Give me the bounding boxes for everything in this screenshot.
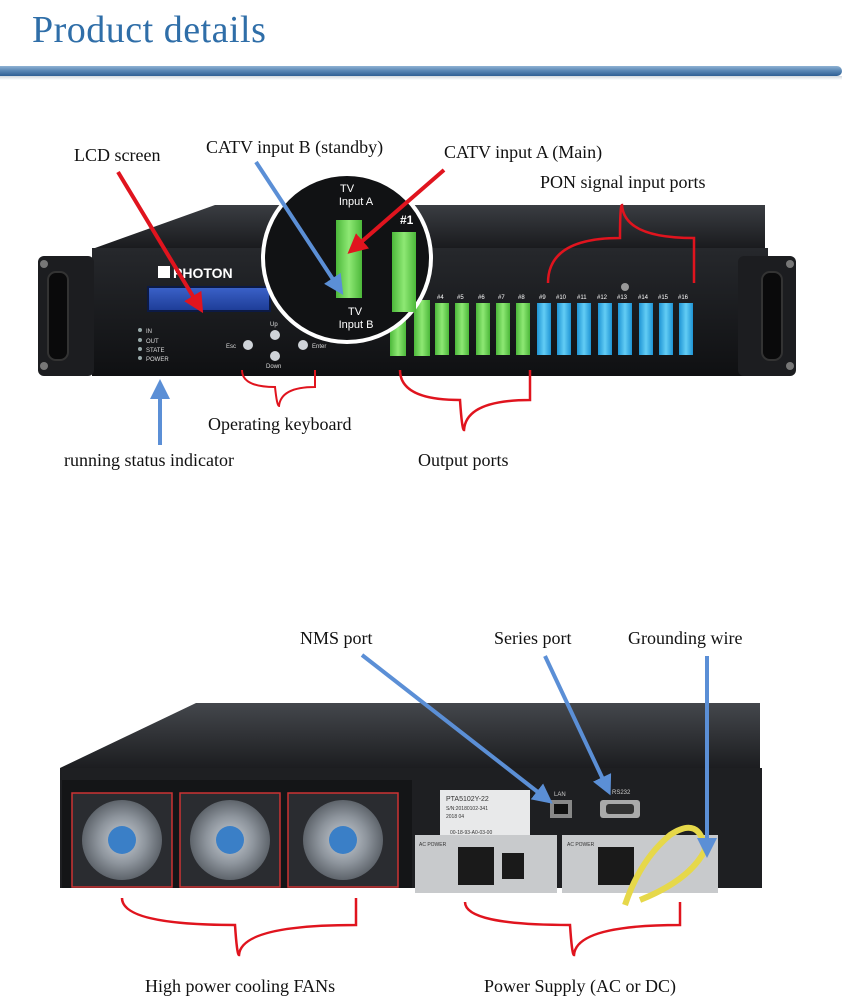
svg-text:TV: TV xyxy=(348,306,363,318)
callout-series-port: Series port xyxy=(494,628,572,648)
svg-text:#16: #16 xyxy=(678,295,689,301)
callout-pon-ports: PON signal input ports xyxy=(540,172,706,192)
callout-nms-port: NMS port xyxy=(300,628,373,648)
status-leds: IN OUT STATE POWER xyxy=(138,328,169,363)
svg-text:#8: #8 xyxy=(518,295,525,301)
arrow-lcd xyxy=(116,170,204,314)
callout-catv-input-b: CATV input B (standby) xyxy=(206,137,384,157)
bracket-keyboard xyxy=(241,369,316,408)
pon-ports xyxy=(537,303,693,355)
svg-text:AC POWER: AC POWER xyxy=(567,842,595,848)
arrow-catv-a xyxy=(347,168,446,254)
brand-name: PHOTON xyxy=(173,265,233,281)
grounding-wire xyxy=(622,824,709,906)
callout-operating-keyboard: Operating keyboard xyxy=(208,414,352,434)
bracket-pon xyxy=(546,203,696,284)
callout-catv-input-a: CATV input A (Main) xyxy=(444,142,603,162)
svg-text:2018 04: 2018 04 xyxy=(446,814,464,820)
arrow-series xyxy=(543,655,612,796)
callout-power-supply: Power Supply (AC or DC) xyxy=(484,976,676,996)
svg-text:00-18-93-A0-03-00: 00-18-93-A0-03-00 xyxy=(450,830,492,836)
lan-port: LAN xyxy=(550,792,572,818)
svg-text:Down: Down xyxy=(266,364,281,370)
svg-text:S/N:20180102-341: S/N:20180102-341 xyxy=(446,806,488,812)
svg-text:#11: #11 xyxy=(577,295,587,301)
callout-output-ports: Output ports xyxy=(418,450,509,470)
svg-text:#1: #1 xyxy=(400,213,414,227)
arrow-catv-b xyxy=(254,160,344,296)
brand-logo: PHOTON xyxy=(158,265,233,281)
svg-text:Up: Up xyxy=(270,322,278,328)
callout-cooling-fans: High power cooling FANs xyxy=(145,976,336,996)
output-ports xyxy=(390,300,530,356)
svg-text:#13: #13 xyxy=(617,295,628,301)
svg-text:#6: #6 xyxy=(478,295,485,301)
page-title: Product details xyxy=(32,9,267,51)
svg-text:PTA5102Y-22: PTA5102Y-22 xyxy=(446,796,489,803)
callout-running-status: running status indicator xyxy=(64,450,234,470)
operating-keypad: Up Down Esc Enter xyxy=(226,322,326,370)
bracket-output xyxy=(398,369,532,432)
callout-lcd-screen: LCD screen xyxy=(74,145,161,165)
svg-text:#12: #12 xyxy=(597,295,608,301)
header-divider-shadow xyxy=(0,76,842,80)
arrow-nms xyxy=(360,653,553,804)
led-label: STATE xyxy=(146,348,164,354)
zoom-inset: TV Input A TV Input B #1 xyxy=(261,172,433,344)
zoom-label-a: Input A xyxy=(339,196,374,208)
bracket-power xyxy=(463,901,682,957)
cooling-fans xyxy=(71,792,399,888)
bracket-fans xyxy=(120,897,358,957)
header-divider xyxy=(0,66,842,76)
svg-text:AC POWER: AC POWER xyxy=(419,842,447,848)
svg-text:RS232: RS232 xyxy=(612,790,631,796)
ground-screw xyxy=(621,283,629,291)
lcd-screen xyxy=(147,286,271,312)
svg-text:#7: #7 xyxy=(498,295,505,301)
svg-text:#9: #9 xyxy=(539,295,546,301)
svg-text:#4: #4 xyxy=(437,295,444,301)
svg-text:#15: #15 xyxy=(658,295,669,301)
svg-text:Input B: Input B xyxy=(339,319,374,331)
svg-text:#10: #10 xyxy=(556,295,567,301)
svg-text:Esc: Esc xyxy=(226,344,236,350)
callout-grounding-wire: Grounding wire xyxy=(628,628,743,648)
svg-text:LAN: LAN xyxy=(554,792,566,798)
led-label: OUT xyxy=(146,339,159,345)
svg-text:#5: #5 xyxy=(457,295,464,301)
device-label: PTA5102Y-22 S/N:20180102-341 2018 04 00-… xyxy=(440,790,530,836)
power-modules: AC POWER AC POWER xyxy=(415,835,718,893)
svg-text:Enter: Enter xyxy=(312,344,326,350)
svg-text:TV: TV xyxy=(340,183,355,195)
svg-text:#14: #14 xyxy=(638,295,649,301)
led-label: POWER xyxy=(146,357,169,363)
rs232-port: RS232 xyxy=(600,790,640,818)
port-numbers: #4 #5 #6 #7 #8 #9 #10 #11 #12 #13 #14 #1… xyxy=(437,295,689,301)
led-label: IN xyxy=(146,329,152,335)
